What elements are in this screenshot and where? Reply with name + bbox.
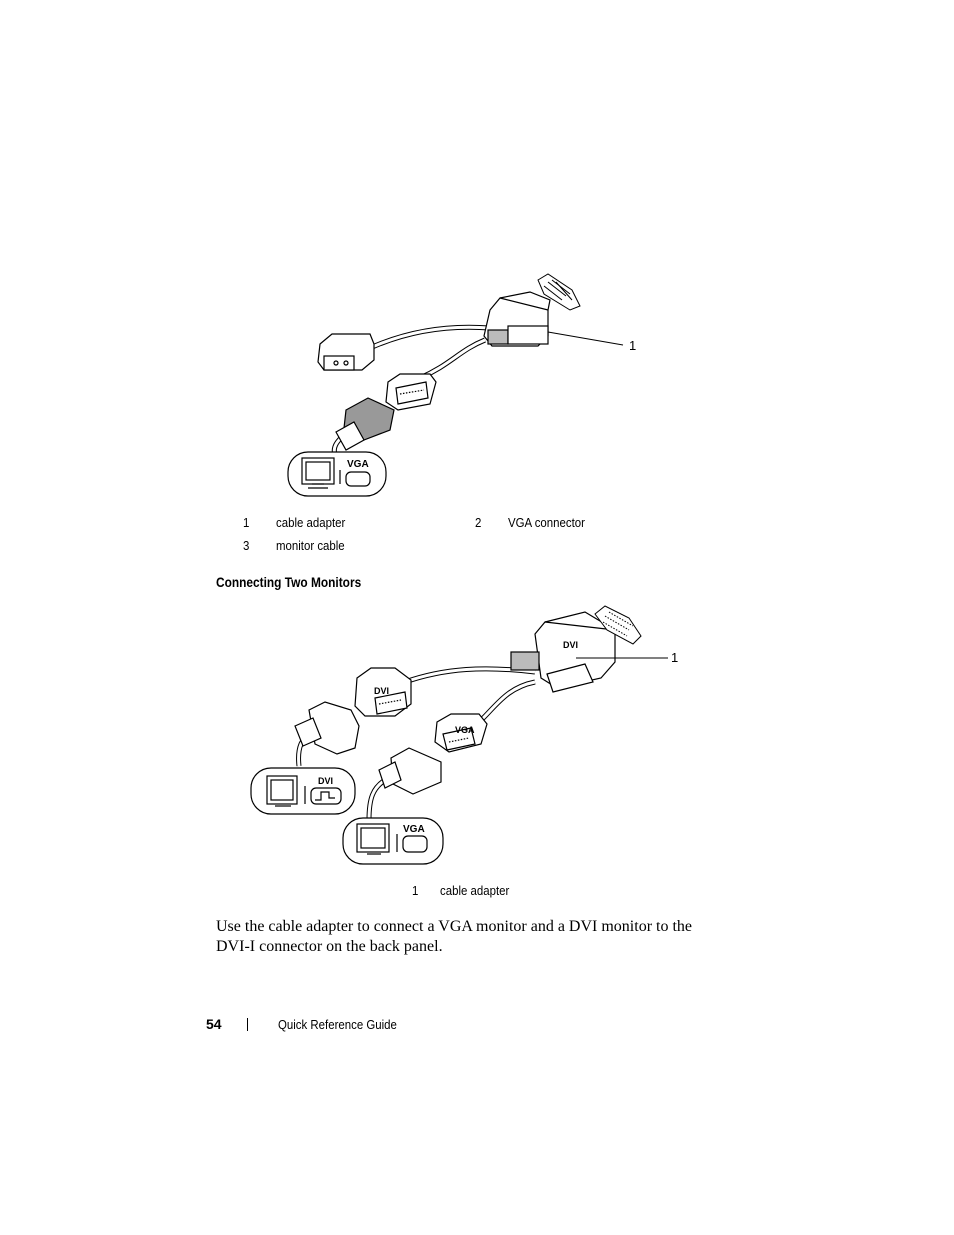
- legend-label: cable adapter: [276, 515, 346, 530]
- figure2-callout: 1: [671, 650, 678, 665]
- figure-two-monitors-illustration: DVI DVI VGA DVI VGA: [250, 605, 678, 865]
- adapter-dvi-label: DVI: [563, 640, 578, 650]
- footer-divider: [247, 1018, 248, 1031]
- vga-plug-label: VGA: [455, 725, 475, 735]
- section-heading: Connecting Two Monitors: [216, 574, 362, 590]
- legend-number: 1: [243, 515, 250, 530]
- legend-number: 1: [412, 883, 419, 898]
- page-number: 54: [206, 1016, 222, 1032]
- figure-vga-adapter-illustration: VGA 1: [287, 273, 636, 497]
- legend-label: monitor cable: [276, 538, 345, 553]
- vga-port-label: VGA: [403, 824, 425, 835]
- figure1-callout: 1: [629, 338, 636, 353]
- legend-number: 3: [243, 538, 250, 553]
- legend-label: cable adapter: [440, 883, 510, 898]
- vga-port-label: VGA: [347, 459, 369, 470]
- dvi-plug-label: DVI: [374, 686, 389, 696]
- footer-title: Quick Reference Guide: [278, 1017, 397, 1032]
- dvi-port-label: DVI: [318, 776, 333, 786]
- legend-number: 2: [475, 515, 482, 530]
- legend-label: VGA connector: [508, 515, 585, 530]
- body-paragraph: Use the cable adapter to connect a VGA m…: [216, 918, 693, 955]
